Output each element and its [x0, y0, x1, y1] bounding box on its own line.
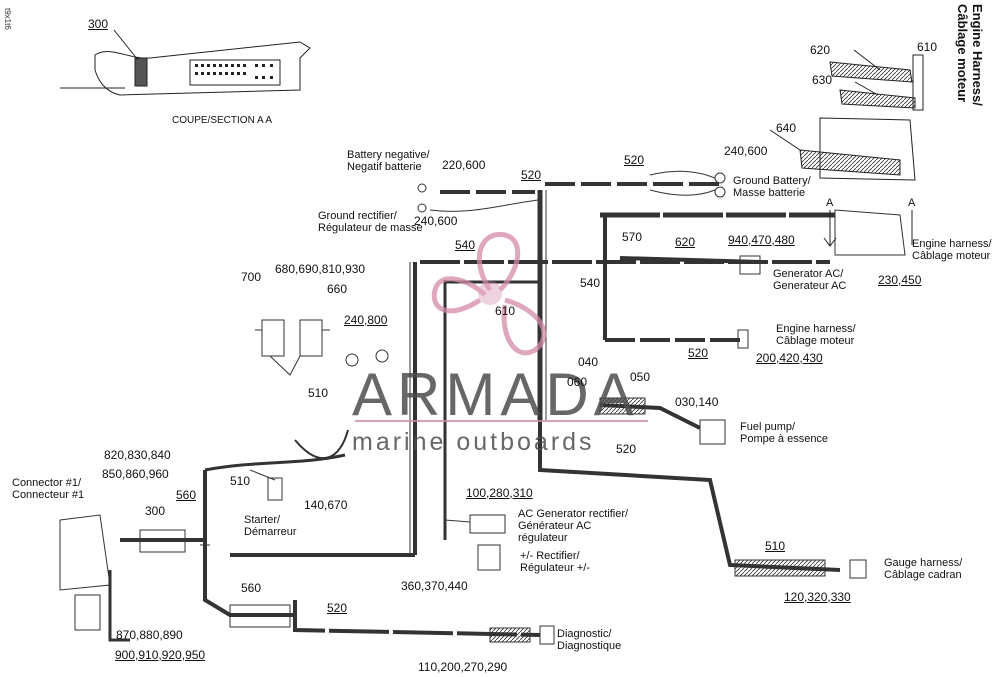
callout-520-top2: 520: [624, 153, 645, 167]
callout-620: 620: [810, 43, 831, 57]
top-right-connectors: [769, 49, 924, 181]
callout-630: 630: [812, 73, 833, 87]
label-engine-harness-2: Engine harness/Câblage moteur: [776, 323, 856, 347]
callout-540-a: 540: [455, 238, 476, 252]
callout-520-bottom: 520: [327, 601, 348, 615]
section-marker-right: A: [908, 197, 916, 209]
callout-060: 060: [567, 375, 588, 389]
callout-900: 900,910,920,950: [115, 648, 206, 662]
callout-680: 680,690,810,930: [275, 262, 366, 276]
watermark-tagline: marine outboards: [352, 428, 595, 456]
callout-300-top: 300: [88, 17, 109, 31]
watermark-propeller: [431, 232, 547, 356]
callout-610-mid: 610: [495, 304, 516, 318]
callout-510-c: 510: [765, 539, 786, 553]
callout-240-600-right: 240,600: [724, 144, 768, 158]
callout-230-450: 230,450: [878, 273, 922, 287]
callout-850: 850,860,960: [102, 467, 169, 481]
watermark-brand: ARMADA: [352, 361, 639, 428]
callout-520-top1: 520: [521, 168, 542, 182]
label-ground-rectifier: Ground rectifier/Régulateur de masse: [318, 210, 423, 234]
callout-040: 040: [578, 355, 599, 369]
callout-220-600: 220,600: [442, 158, 486, 172]
callout-510-b: 510: [230, 474, 251, 488]
harness-trunks: [59, 170, 906, 645]
callout-120: 120,320,330: [784, 590, 851, 604]
callout-110: 110,200,270,290: [418, 660, 508, 674]
callout-560-b: 560: [241, 581, 262, 595]
callout-610-top: 610: [917, 40, 938, 54]
callout-940: 940,470,480: [728, 233, 795, 247]
label-fuel-pump: Fuel pump/Pompe à essence: [740, 421, 829, 445]
callout-620-mid: 620: [675, 235, 696, 249]
callout-200-420: 200,420,430: [756, 351, 823, 365]
callout-030-140: 030,140: [675, 395, 719, 409]
callout-240-800: 240,800: [344, 313, 388, 327]
callout-520-c: 520: [616, 442, 637, 456]
callout-360: 360,370,440: [401, 579, 468, 593]
section-marker-left: A: [826, 197, 834, 209]
callout-640: 640: [776, 121, 797, 135]
section-label: COUPE/SECTION A A: [172, 115, 273, 126]
callout-300-mid: 300: [145, 504, 166, 518]
label-engine-harness-1: Engine harness/Câblage moteur: [912, 238, 992, 262]
label-generator-ac: Generator AC/Generateur AC: [773, 268, 847, 292]
label-gauge-harness: Gauge harness/Câblage cadran: [884, 557, 963, 581]
callout-700: 700: [241, 270, 262, 284]
callout-870: 870,880,890: [116, 628, 183, 642]
image-code: t9x1t6: [3, 8, 12, 30]
label-connector-1: Connector #1/Connecteur #1: [12, 477, 85, 501]
section-markers: [823, 210, 913, 247]
callout-820: 820,830,840: [104, 448, 171, 462]
callout-520-mid: 520: [688, 346, 709, 360]
callout-100-280: 100,280,310: [466, 486, 533, 500]
callout-560-a: 560: [176, 488, 197, 502]
label-ground-battery: Ground Battery/Masse batterie: [733, 175, 811, 199]
label-battery-negative: Battery negative/Negatif batterie: [347, 149, 430, 173]
section-view: [60, 29, 311, 96]
callout-660: 660: [327, 282, 348, 296]
label-starter: Starter/Démarreur: [244, 514, 297, 538]
callout-050: 050: [630, 370, 651, 384]
label-diagnostic: Diagnostic/Diagnostique: [557, 628, 622, 652]
callout-140-670: 140,670: [304, 498, 348, 512]
callout-570: 570: [622, 230, 643, 244]
callout-240-600-left: 240,600: [414, 214, 458, 228]
label-rectifier: +/- Rectifier/Régulateur +/-: [520, 550, 591, 574]
callout-510-a: 510: [308, 386, 329, 400]
callout-540-b: 540: [580, 276, 601, 290]
diagram-title: Engine Harness/Câblage moteur: [955, 4, 985, 106]
